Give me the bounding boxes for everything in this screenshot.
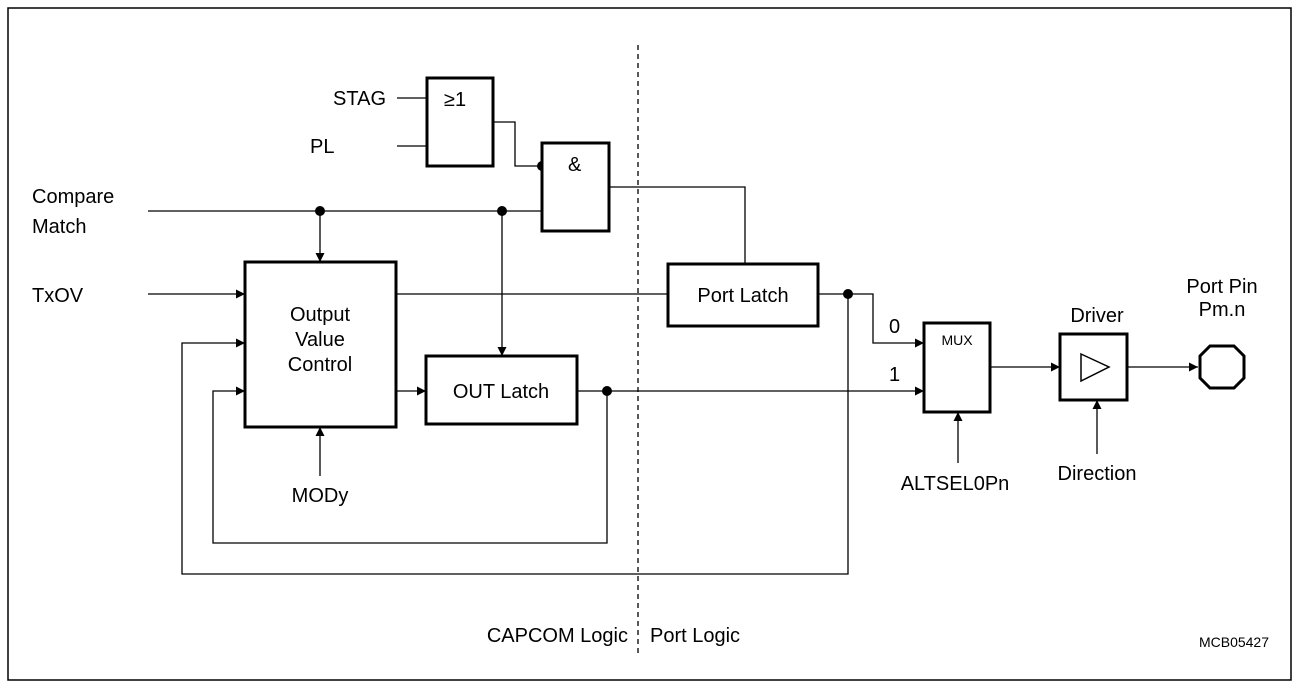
pl-label: PL <box>310 136 334 158</box>
mux-input-0-label: 0 <box>889 316 900 338</box>
figure-id: MCB05427 <box>1199 634 1269 650</box>
junction-dot <box>497 206 507 216</box>
junction-dot <box>602 386 612 396</box>
port-logic-label: Port Logic <box>650 625 740 647</box>
ovc-label-line2: Value <box>295 329 345 351</box>
ovc-label-line1: Output <box>290 304 350 326</box>
mody-label: MODy <box>292 485 349 507</box>
wire-outlatch-feedback <box>212 386 608 544</box>
junction-dot <box>843 289 853 299</box>
wire-or-to-and <box>493 121 542 167</box>
port-pin-label-line1: Port Pin <box>1186 276 1257 298</box>
ovc-label-line3: Control <box>288 354 352 376</box>
driver-triangle-icon <box>1080 352 1111 383</box>
port-pin-label-line2: Pm.n <box>1199 299 1246 321</box>
wire-portlatch-feedback <box>181 294 849 575</box>
out-latch-block <box>424 354 579 426</box>
figure-frame <box>7 7 1292 681</box>
compare-match-label-line2: Match <box>32 216 86 238</box>
mux-block <box>922 321 992 414</box>
out-latch-label: OUT Latch <box>453 381 549 403</box>
capcom-logic-label: CAPCOM Logic <box>487 625 628 647</box>
port-latch-block <box>666 262 820 328</box>
driver-label: Driver <box>1070 305 1124 327</box>
and-gate-symbol: & <box>568 154 582 176</box>
wires <box>148 97 1198 575</box>
mux-input-1-label: 1 <box>889 364 900 386</box>
junction-dot <box>315 206 325 216</box>
or-gate-symbol: ≥1 <box>444 89 466 111</box>
txov-label: TxOV <box>32 285 84 307</box>
wire-portlatch-to-mux0 <box>818 293 924 348</box>
or-gate <box>425 76 495 168</box>
mux-label: MUX <box>941 332 973 348</box>
output-value-control-block <box>243 260 398 429</box>
direction-label: Direction <box>1058 463 1137 485</box>
port-latch-label: Port Latch <box>697 285 788 307</box>
stag-label: STAG <box>333 88 386 110</box>
altsel-label: ALTSEL0Pn <box>901 473 1010 495</box>
and-gate <box>540 141 611 233</box>
compare-match-label-line1: Compare <box>32 186 114 208</box>
wire-and-to-portlatch <box>609 186 746 264</box>
port-pin-icon <box>1198 344 1246 390</box>
